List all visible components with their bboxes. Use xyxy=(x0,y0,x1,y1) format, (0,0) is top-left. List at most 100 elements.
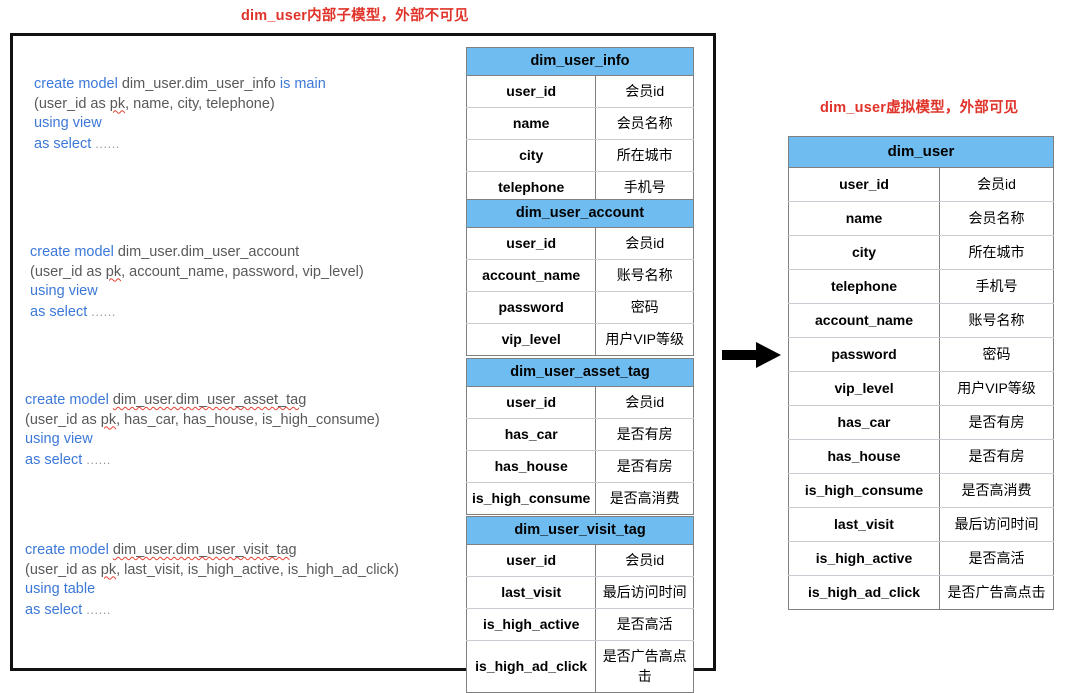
field-name-cell: is_high_consume xyxy=(465,482,597,515)
field-name-cell: account_name xyxy=(787,303,941,338)
code-line: as select ...... xyxy=(25,600,399,620)
field-name-cell: is_high_ad_click xyxy=(787,575,941,610)
code-line: create model dim_user.dim_user_account xyxy=(30,243,364,263)
code-token: dim_user.dim_user_info xyxy=(121,76,280,92)
table-header-row: dim_user_account xyxy=(466,199,694,228)
field-name-cell: has_house xyxy=(787,439,941,474)
code-token: (user_id as xyxy=(25,411,101,428)
field-name-cell: has_car xyxy=(787,405,941,440)
code-line: (user_id as pk, name, city, telephone) xyxy=(34,95,326,115)
code-token: as select xyxy=(25,601,87,618)
field-name-cell: last_visit xyxy=(465,576,597,609)
code-token: dim_user.dim_user_account xyxy=(117,244,300,260)
field-name-cell: is_high_active xyxy=(465,608,597,641)
field-name-cell: has_car xyxy=(465,418,597,451)
field-name-cell: user_id xyxy=(465,227,597,260)
code-token: create model xyxy=(25,392,113,408)
field-description-cell: 所在城市 xyxy=(939,235,1054,270)
code-token: as select xyxy=(25,451,87,468)
field-name-cell: vip_level xyxy=(465,323,597,356)
code-line: create model dim_user.dim_user_visit_tag xyxy=(25,541,399,561)
field-description-cell: 会员名称 xyxy=(939,201,1054,236)
field-description-cell: 会员id xyxy=(595,227,694,260)
table-header-row: dim_user xyxy=(788,136,1054,168)
code-line: as select ...... xyxy=(30,302,364,322)
field-name-cell: user_id xyxy=(465,544,597,577)
field-description-cell: 最后访问时间 xyxy=(939,507,1054,542)
code-token: (user_id as xyxy=(34,95,110,112)
code-line: (user_id as pk, account_name, password, … xyxy=(30,263,364,283)
field-description-cell: 是否广告高点击 xyxy=(939,575,1054,610)
code-token: , last_visit, is_high_active, is_high_ad… xyxy=(116,561,399,578)
field-description-cell: 会员id xyxy=(595,75,694,108)
code-token: dim_user.dim_user_asset_tag xyxy=(112,392,307,408)
table-header-row: dim_user_info xyxy=(466,47,694,76)
code-token: create model xyxy=(34,76,122,92)
field-description-cell: 用户VIP等级 xyxy=(595,323,694,356)
code-token: ...... xyxy=(86,601,111,617)
code-token: , account_name, password, vip_level) xyxy=(121,263,364,280)
code-token: using view xyxy=(25,431,93,447)
code-block-dim-user-visit-tag: create model dim_user.dim_user_visit_tag… xyxy=(25,541,399,619)
field-description-cell: 会员id xyxy=(595,386,694,419)
table-header-row: dim_user_visit_tag xyxy=(466,516,694,545)
code-block-dim-user-info: create model dim_user.dim_user_info is m… xyxy=(34,75,326,153)
field-name-cell: user_id xyxy=(465,75,597,108)
field-name-cell: is_high_consume xyxy=(787,473,941,508)
field-description-cell: 是否高消费 xyxy=(595,482,694,515)
code-token: is main xyxy=(279,76,326,92)
table-title: dim_user_account xyxy=(466,199,694,228)
code-token: as select xyxy=(30,303,92,320)
field-description-cell: 是否广告高点击 xyxy=(595,640,694,693)
code-line: (user_id as pk, last_visit, is_high_acti… xyxy=(25,561,399,581)
code-line: using view xyxy=(25,430,380,450)
code-token: using table xyxy=(25,581,96,597)
code-line: as select ...... xyxy=(34,134,326,154)
field-description-cell: 是否有房 xyxy=(595,418,694,451)
virtual-model-title: dim_user虚拟模型，外部可见 xyxy=(820,100,1019,116)
table-title: dim_user_info xyxy=(466,47,694,76)
field-name-cell: telephone xyxy=(787,269,941,304)
field-description-cell: 是否高活 xyxy=(595,608,694,641)
field-description-cell: 所在城市 xyxy=(595,139,694,172)
code-block-dim-user-asset-tag: create model dim_user.dim_user_asset_tag… xyxy=(25,391,380,469)
field-description-cell: 账号名称 xyxy=(939,303,1054,338)
field-description-cell: 是否高活 xyxy=(939,541,1054,576)
field-name-cell: is_high_active xyxy=(787,541,941,576)
code-token: using view xyxy=(34,115,102,131)
flow-arrow-icon xyxy=(722,340,782,370)
code-token: (user_id as xyxy=(25,561,101,578)
field-name-cell: vip_level xyxy=(787,371,941,406)
field-name-cell: account_name xyxy=(465,259,597,292)
code-token: pk xyxy=(100,561,117,578)
code-token: as select xyxy=(34,135,96,152)
field-description-cell: 会员id xyxy=(939,167,1054,202)
field-name-cell: name xyxy=(465,107,597,140)
field-name-cell: password xyxy=(787,337,941,372)
code-token: , name, city, telephone) xyxy=(125,95,275,112)
field-description-cell: 手机号 xyxy=(939,269,1054,304)
